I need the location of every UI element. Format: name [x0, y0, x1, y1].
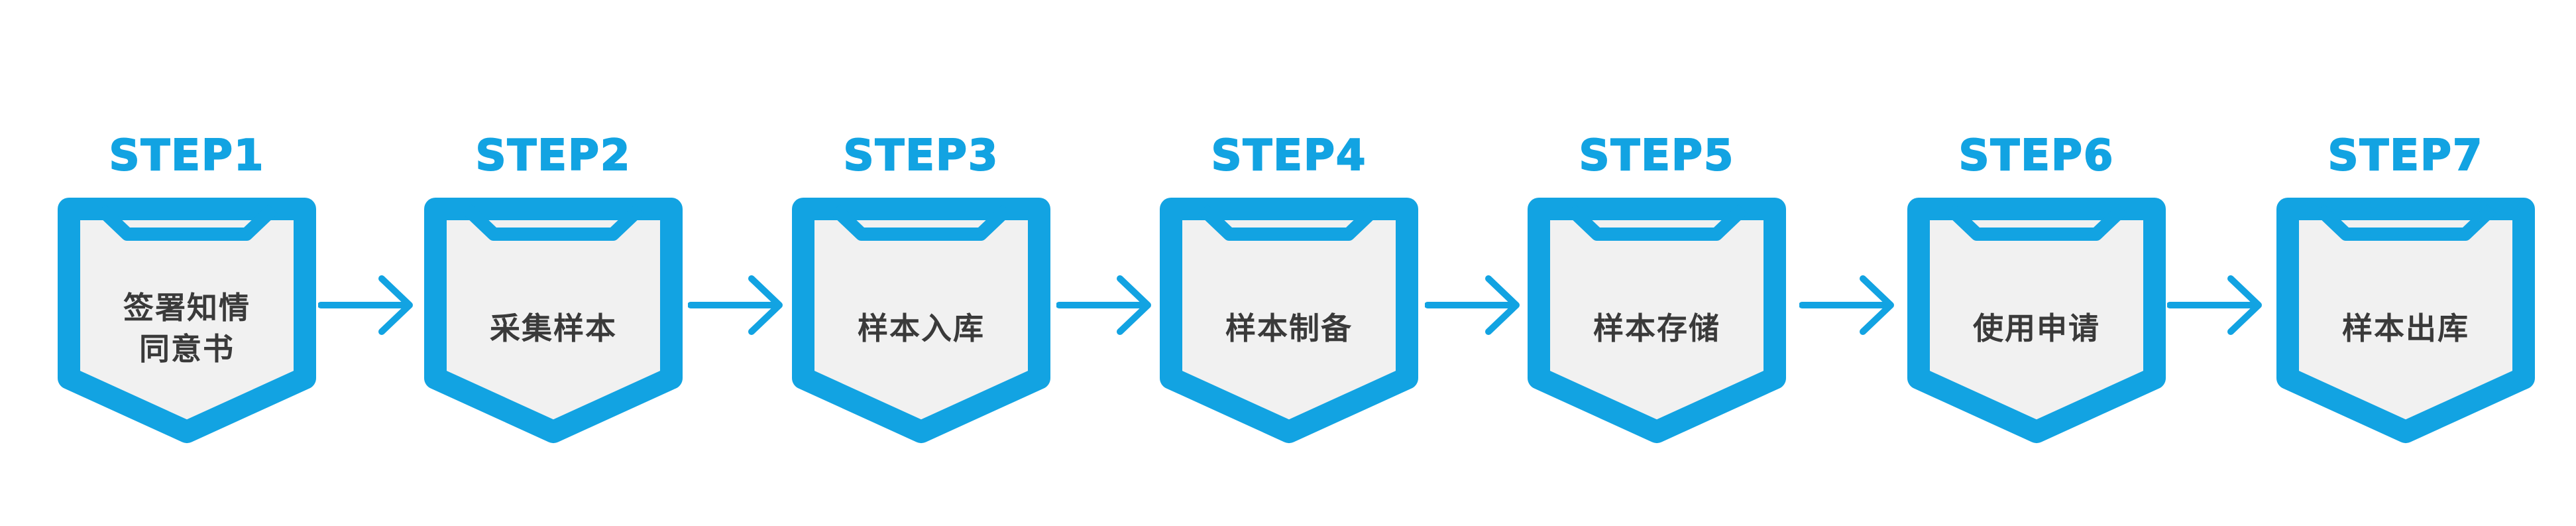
step-6: STEP6 使用申请 — [1904, 129, 2169, 448]
step-3-text: 样本入库 — [835, 262, 1007, 395]
step-4: STEP4 样本制备 — [1156, 129, 1422, 448]
step-5-title: STEP5 — [1579, 131, 1735, 181]
arrow-right-icon — [318, 272, 418, 338]
step-1-text: 签署知情 同意书 — [101, 262, 273, 395]
step-7-title: STEP7 — [2327, 131, 2484, 181]
step-1-text-line-1: 签署知情 — [123, 290, 251, 326]
arrow-right-icon — [688, 272, 787, 338]
arrow-right-icon — [1799, 272, 1899, 338]
step-7-text: 样本出库 — [2320, 262, 2492, 395]
step-5-text: 样本存储 — [1571, 262, 1743, 395]
shield-icon: 使用申请 — [1904, 196, 2169, 445]
shield-icon: 签署知情 同意书 — [54, 196, 319, 445]
step-3-text-line-1: 样本入库 — [858, 310, 985, 346]
step-1-title: STEP1 — [109, 131, 265, 181]
step-6-text-line-1: 使用申请 — [1973, 310, 2100, 346]
step-1-text-line-2: 同意书 — [139, 331, 235, 367]
step-7: STEP7 样本出库 — [2273, 129, 2538, 448]
step-3: STEP3 样本入库 — [789, 129, 1054, 448]
step-2: STEP2 采集样本 — [421, 129, 686, 448]
step-4-title: STEP4 — [1211, 131, 1367, 181]
shield-icon: 样本入库 — [789, 196, 1054, 445]
arrow-right-icon — [1056, 272, 1156, 338]
step-5-text-line-1: 样本存储 — [1593, 310, 1720, 346]
arrow-right-icon — [2167, 272, 2267, 338]
step-2-text-line-1: 采集样本 — [490, 310, 617, 346]
step-3-title: STEP3 — [843, 131, 999, 181]
step-2-title: STEP2 — [475, 131, 632, 181]
step-7-text-line-1: 样本出库 — [2342, 310, 2469, 346]
step-4-text-line-1: 样本制备 — [1225, 310, 1353, 346]
step-1: STEP1 签署知情 同意书 — [54, 129, 319, 448]
step-5: STEP5 样本存储 — [1524, 129, 1789, 448]
shield-icon: 样本出库 — [2273, 196, 2538, 445]
shield-icon: 样本存储 — [1524, 196, 1789, 445]
shield-icon: 样本制备 — [1156, 196, 1422, 445]
step-4-text: 样本制备 — [1203, 262, 1375, 395]
step-2-text: 采集样本 — [467, 262, 640, 395]
step-6-title: STEP6 — [1958, 131, 2115, 181]
shield-icon: 采集样本 — [421, 196, 686, 445]
step-6-text: 使用申请 — [1950, 262, 2123, 395]
arrow-right-icon — [1425, 272, 1524, 338]
